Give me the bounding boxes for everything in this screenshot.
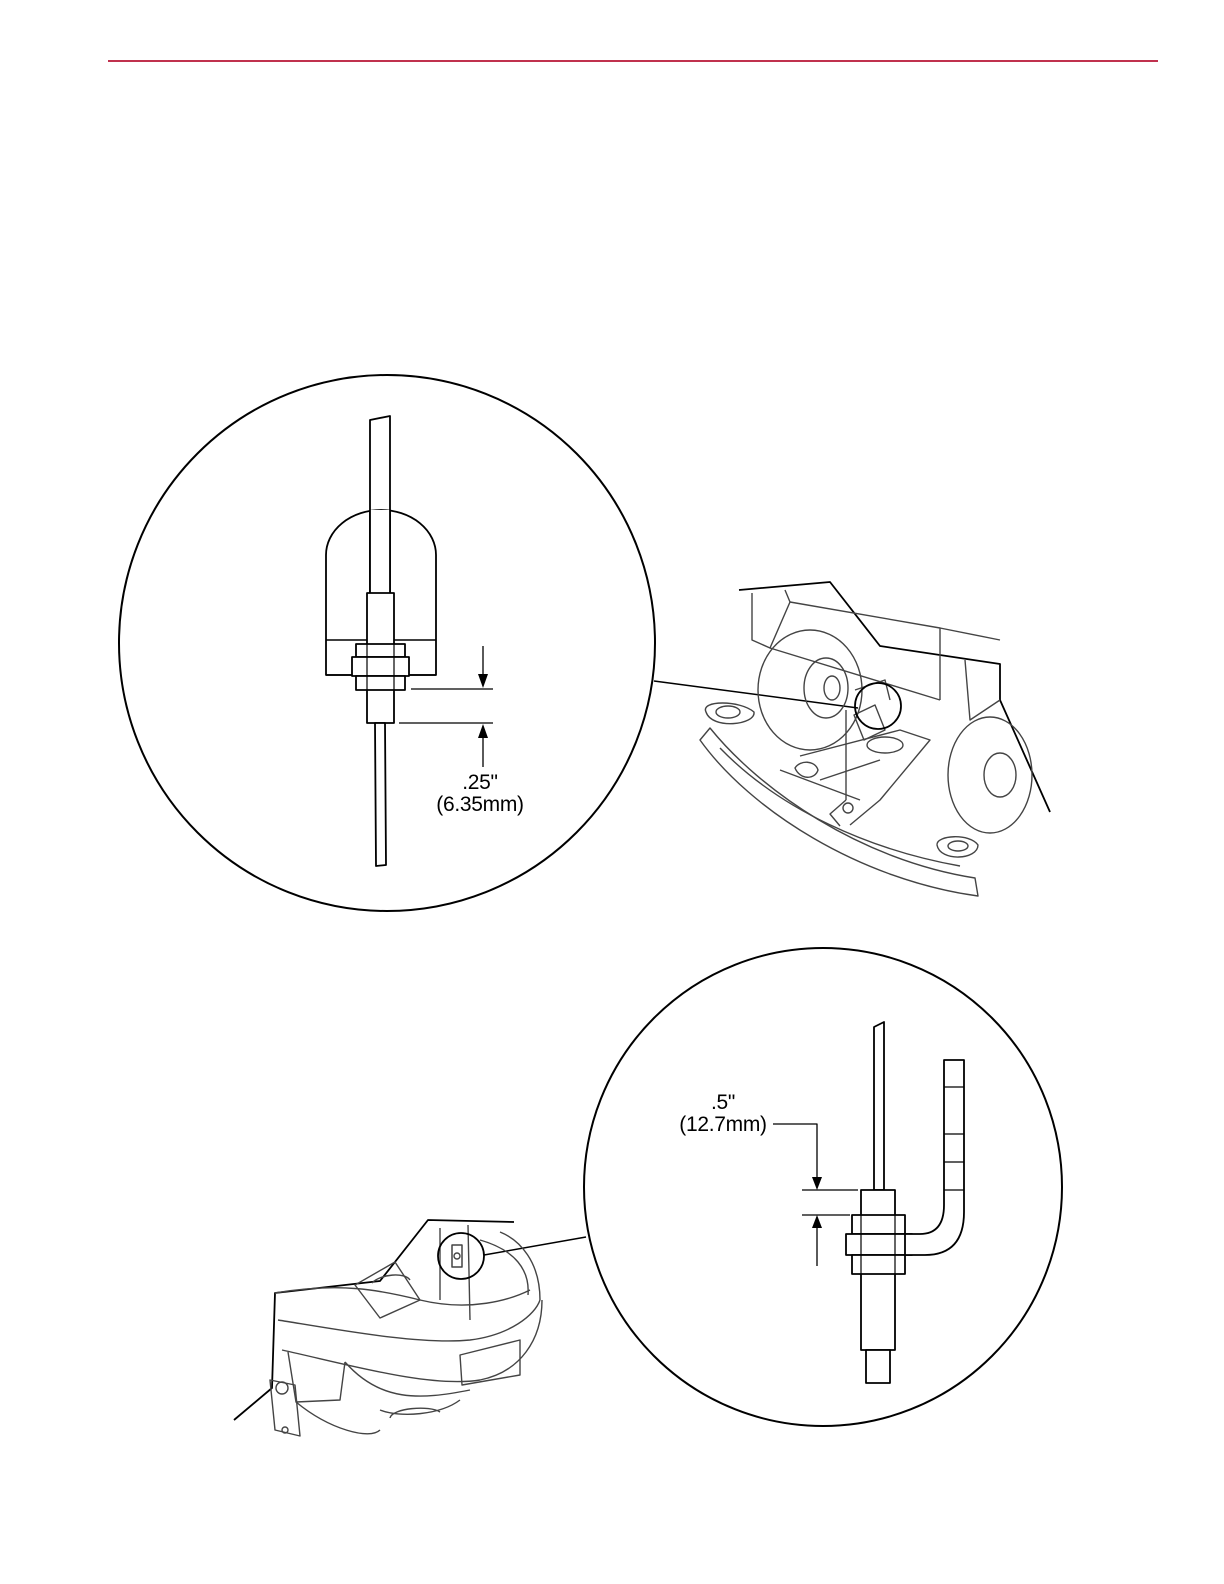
top-nut-main [352,657,409,676]
bottom-figure [234,948,1062,1436]
bottom-bent-bracket [905,1060,964,1255]
bottom-rod-lower [866,1350,890,1383]
squeegee-assembly-illustration [700,582,1050,896]
top-dimension-inches: .25" [420,772,540,794]
bottom-nut-main [846,1234,912,1255]
bottom-detail-circle [584,948,1062,1426]
bottom-dimension-label: .5" (12.7mm) [668,1092,778,1136]
bottom-rod-upper [874,1022,884,1190]
top-figure [119,375,1050,911]
bottom-leader-line [484,1237,586,1255]
bottom-dimension-mm: (12.7mm) [668,1114,778,1136]
bottom-dimension-inches: .5" [668,1092,778,1114]
top-dimension-label: .25" (6.35mm) [420,772,540,816]
top-nut-upper [356,644,405,657]
bottom-nut-upper [852,1215,905,1234]
bottom-machine-callout-circle [438,1233,484,1279]
top-machine-callout-circle [855,683,901,729]
bottom-nut-lower [852,1255,905,1274]
top-rod-lower [375,723,386,866]
top-dimension-mm: (6.35mm) [420,794,540,816]
top-nut-lower [356,676,405,690]
top-leader-line [654,681,858,708]
